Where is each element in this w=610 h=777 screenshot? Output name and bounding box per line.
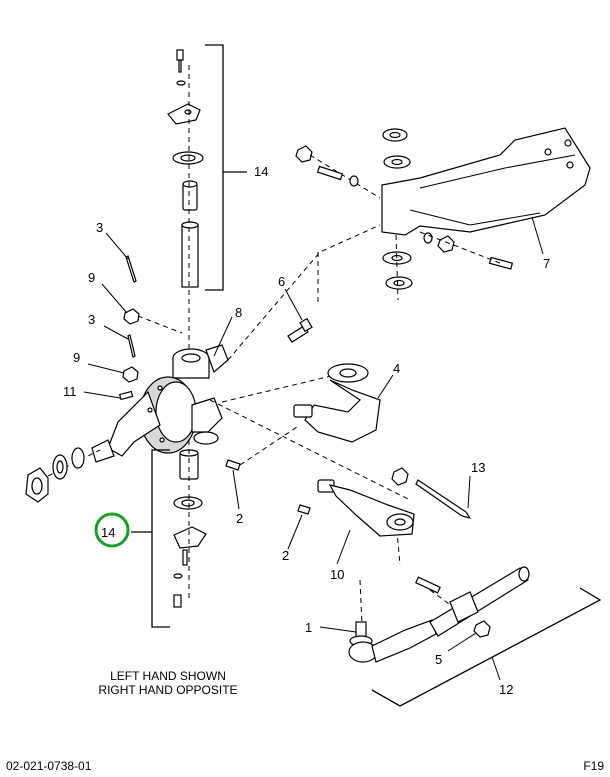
note-line-1: LEFT HAND SHOWN bbox=[110, 669, 226, 683]
bolt bbox=[287, 317, 313, 343]
highlight-circle bbox=[94, 512, 130, 548]
cotter-pins-and-nuts bbox=[122, 255, 183, 383]
figure-number: F19 bbox=[583, 759, 604, 773]
callout-6: 6 bbox=[278, 274, 285, 289]
note-line-2: RIGHT HAND OPPOSITE bbox=[98, 683, 237, 697]
tie-rod-arm bbox=[317, 467, 415, 537]
leader-lines bbox=[83, 216, 544, 681]
doc-number: 02-021-0738-01 bbox=[6, 759, 92, 773]
spindle-nut-stack bbox=[25, 447, 101, 503]
axle-bracket bbox=[295, 127, 591, 301]
stud bbox=[118, 390, 134, 401]
steering-arm bbox=[293, 363, 381, 443]
steering-knuckle bbox=[91, 344, 229, 463]
lower-kingpin-kit bbox=[131, 440, 207, 628]
orientation-note: LEFT HAND SHOWN RIGHT HAND OPPOSITE bbox=[98, 669, 237, 697]
callout-3-upper: 3 bbox=[96, 220, 103, 235]
upper-kingpin-kit bbox=[167, 44, 247, 350]
callout-5: 5 bbox=[435, 652, 442, 667]
callout-10: 10 bbox=[330, 567, 344, 582]
callout-4: 4 bbox=[393, 361, 400, 376]
callout-3-lower: 3 bbox=[88, 312, 95, 327]
callout-14-lower: 14 bbox=[101, 525, 115, 540]
cotter-pin bbox=[415, 479, 472, 519]
callout-1: 1 bbox=[305, 620, 312, 635]
callout-13: 13 bbox=[471, 460, 485, 475]
linkage-guides bbox=[209, 224, 461, 626]
keys bbox=[225, 459, 311, 515]
callout-labels: 14 3 9 3 9 11 8 6 7 4 2 2 13 10 14 1 5 1… bbox=[63, 164, 550, 697]
callout-11: 11 bbox=[63, 384, 77, 399]
callout-7: 7 bbox=[543, 256, 550, 271]
callout-8: 8 bbox=[235, 305, 242, 320]
callout-9-lower: 9 bbox=[73, 350, 80, 365]
callout-2-lower: 2 bbox=[282, 548, 289, 563]
callout-2-upper: 2 bbox=[236, 511, 243, 526]
callout-9-upper: 9 bbox=[88, 270, 95, 285]
callout-12: 12 bbox=[499, 682, 513, 697]
tie-rod-end-assembly bbox=[348, 566, 602, 707]
callout-14-upper: 14 bbox=[254, 164, 268, 179]
